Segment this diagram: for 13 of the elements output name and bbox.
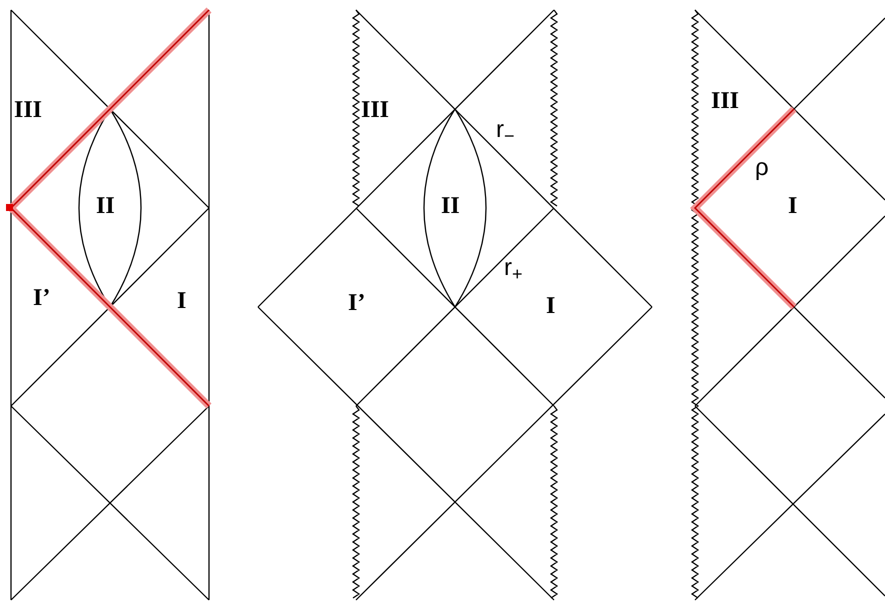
region-label: III: [361, 98, 390, 122]
region-label: I’: [33, 286, 50, 310]
region-label: ρ: [755, 156, 769, 180]
region-label: I: [177, 289, 186, 313]
region-label: r$_{+}$: [504, 256, 523, 280]
region-label: II: [441, 194, 460, 218]
region-label: r$_{−}$: [496, 118, 515, 142]
region-label: I: [788, 194, 798, 218]
region-label: I: [546, 294, 556, 318]
region-label: III: [711, 89, 740, 113]
region-label: I’: [348, 291, 366, 315]
region-label: II: [96, 194, 115, 218]
region-label: III: [14, 98, 42, 122]
